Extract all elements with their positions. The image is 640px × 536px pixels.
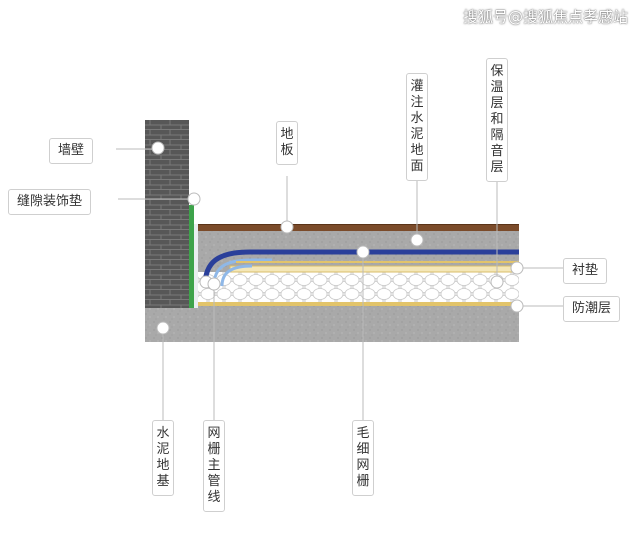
label-gap-pad: 缝隙装饰垫 <box>8 189 92 215</box>
label-insulation: 保温层和隔音层 <box>486 58 508 182</box>
dot-underlay <box>510 261 524 275</box>
label-capillary-grid: 毛细网栅 <box>352 420 374 496</box>
moisture-barrier-layer <box>198 302 519 306</box>
dot-gap-pad <box>187 192 201 206</box>
brick-wall <box>145 120 189 308</box>
dot-wall <box>151 141 165 155</box>
label-floor-board: 地板 <box>276 121 298 165</box>
label-main-pipe: 网栅主管线 <box>203 420 225 512</box>
dot-insulation <box>490 275 504 289</box>
gap-decoration-pad <box>189 205 194 308</box>
underlay-layer <box>229 265 520 273</box>
label-moisture-barrier: 防潮层 <box>563 296 621 322</box>
label-poured-cement: 灌注水泥地面 <box>406 73 428 181</box>
dot-cement-base <box>156 321 170 335</box>
dot-capillary <box>356 245 370 259</box>
leader-lines <box>116 148 563 420</box>
label-wall: 墙壁 <box>49 138 94 164</box>
dot-floor-board <box>280 220 294 234</box>
label-underlay: 衬垫 <box>563 258 608 284</box>
dot-poured-cement <box>410 233 424 247</box>
insulation-layer <box>198 272 519 302</box>
dot-moisture <box>510 299 524 313</box>
label-cement-base: 水泥地基 <box>152 420 174 496</box>
cement-base-slab <box>145 306 519 342</box>
dot-main-pipe-b <box>207 277 221 291</box>
floor-board-layer <box>198 224 519 231</box>
watermark: 搜狐号@搜狐焦点孝感站 <box>462 8 628 26</box>
